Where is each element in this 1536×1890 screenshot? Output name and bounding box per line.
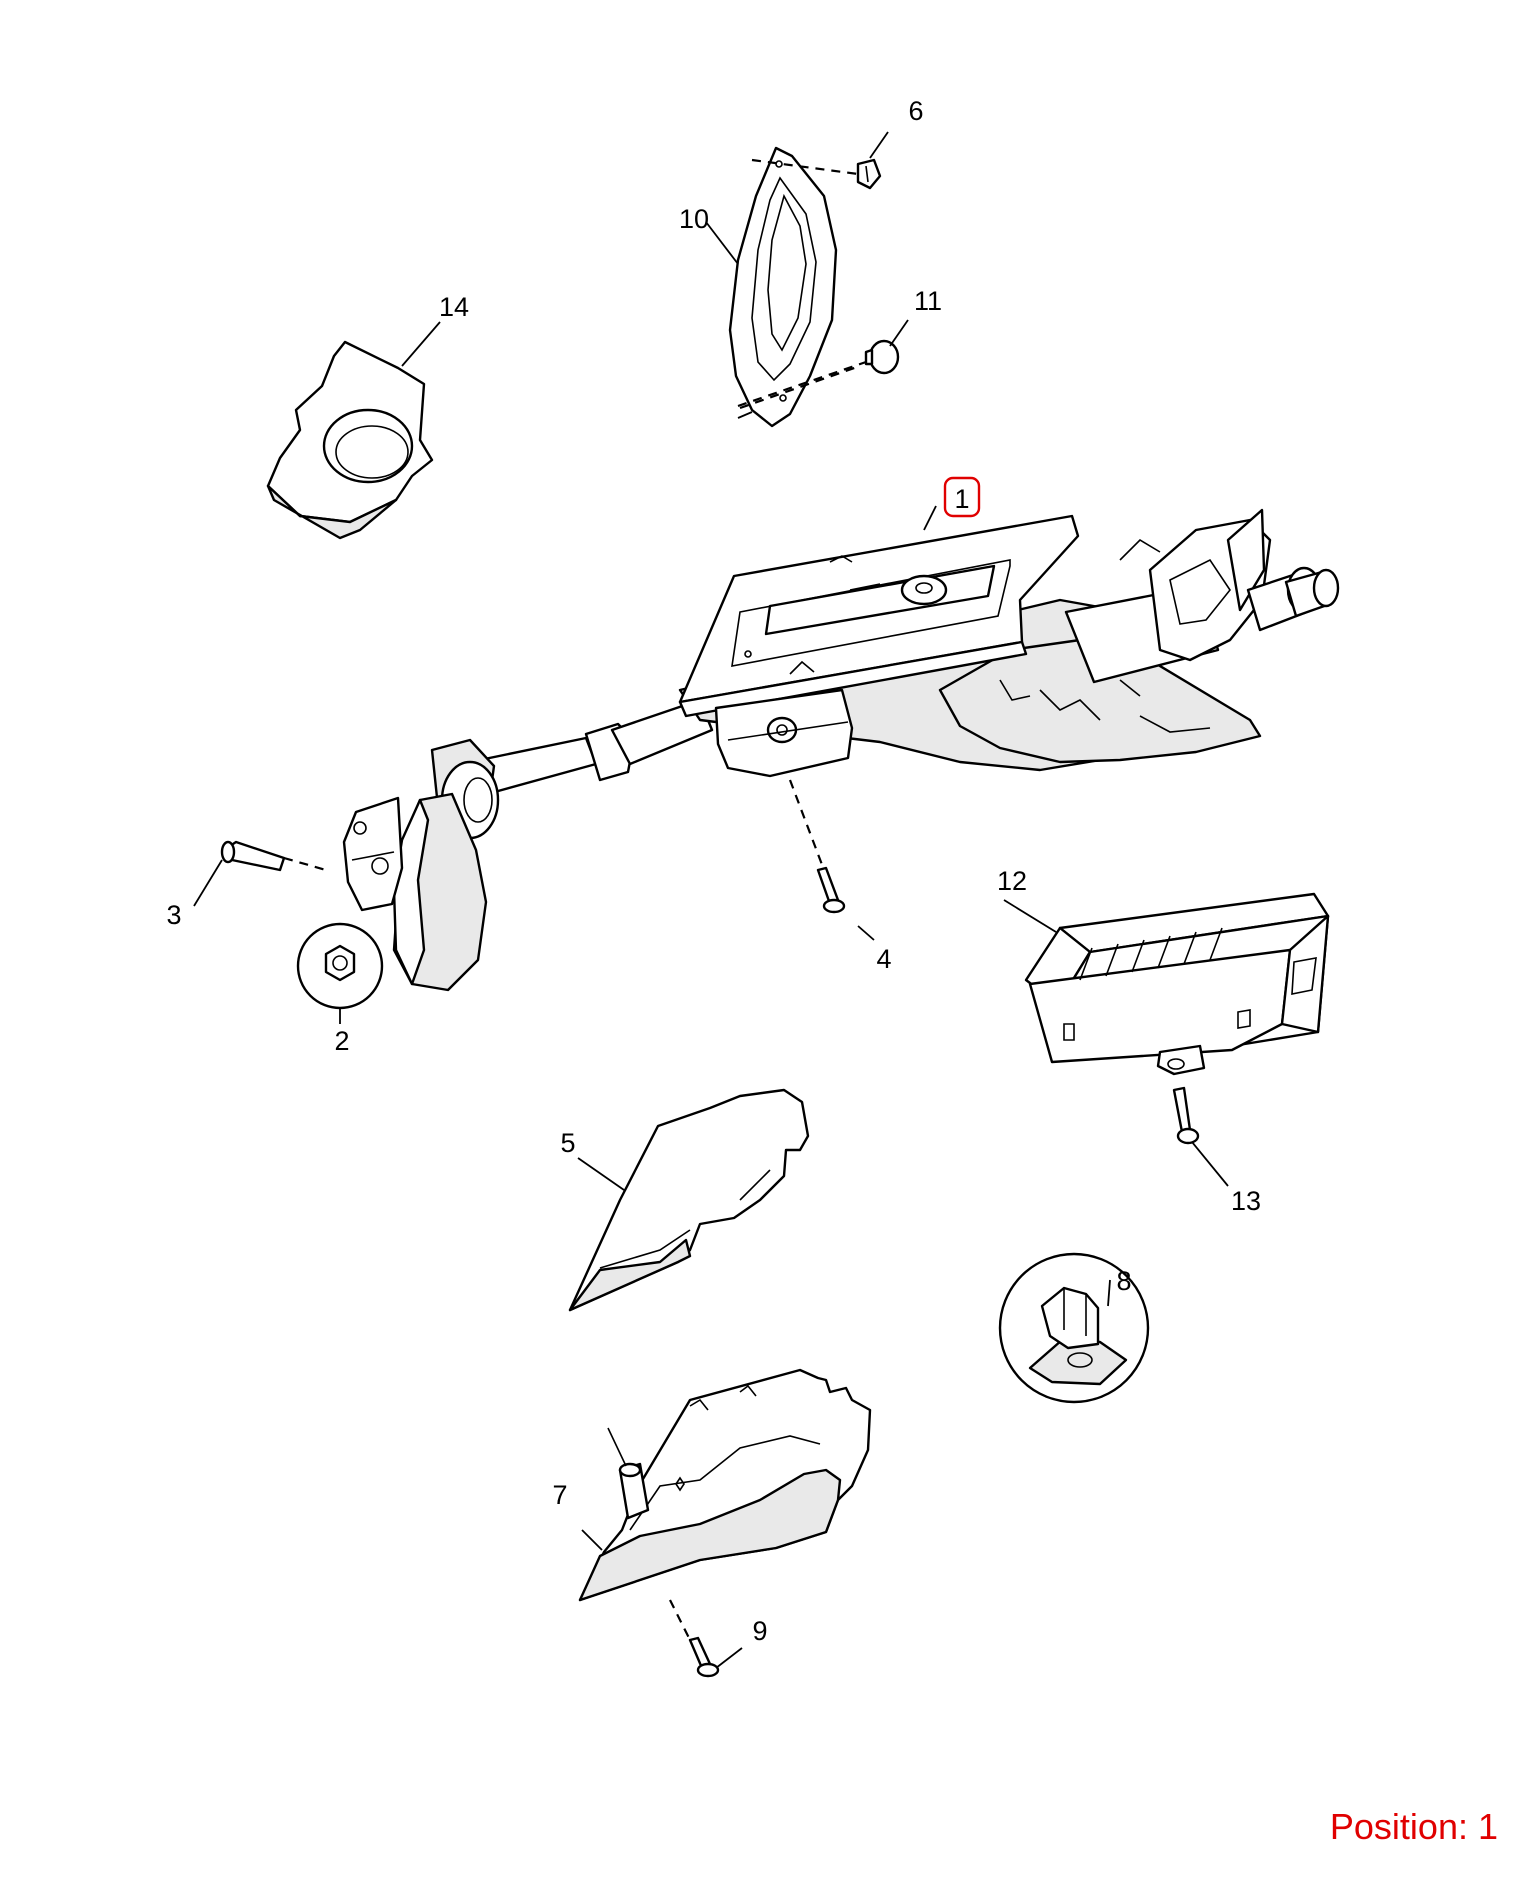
part-10-cover-plate[interactable]: [728, 146, 838, 428]
part-9-screw[interactable]: [669, 1599, 720, 1678]
part-5-upper-shroud[interactable]: [568, 1088, 810, 1312]
callout-10[interactable]: 10: [679, 204, 709, 234]
callout-3[interactable]: 3: [166, 900, 181, 930]
part-13-screw[interactable]: [1172, 1086, 1200, 1145]
callout-4[interactable]: 4: [876, 944, 891, 974]
part-3-bolt[interactable]: [220, 840, 327, 872]
part-12-control-module[interactable]: [1024, 892, 1330, 1076]
part-7-lower-shroud[interactable]: [578, 1368, 872, 1602]
part-11-push-pin[interactable]: [737, 339, 900, 410]
part-8-clip-nut-detail[interactable]: [998, 1252, 1150, 1404]
part-2-nut-detail[interactable]: [296, 922, 384, 1010]
leader-lines: [193, 131, 1229, 1669]
callout-12[interactable]: 12: [997, 866, 1027, 896]
callout-11[interactable]: 11: [914, 286, 942, 316]
callouts: 1 2 3 4 5 6 7 8 9 10 11 12 13 14: [166, 96, 1261, 1646]
part-4-bolt[interactable]: [788, 779, 846, 914]
callout-7[interactable]: 7: [552, 1480, 567, 1510]
callout-13[interactable]: 13: [1231, 1186, 1261, 1216]
callout-1[interactable]: 1: [954, 484, 969, 514]
callout-5[interactable]: 5: [560, 1128, 575, 1158]
part-1-steering-column[interactable]: [342, 508, 1340, 992]
callout-2[interactable]: 2: [334, 1026, 349, 1056]
part-6-clip[interactable]: [751, 158, 882, 190]
part-14-column-seal[interactable]: [266, 340, 434, 540]
callout-8[interactable]: 8: [1116, 1266, 1131, 1296]
callout-14[interactable]: 14: [439, 292, 469, 322]
callout-9[interactable]: 9: [752, 1616, 767, 1646]
callout-1-highlight: [943, 476, 981, 518]
position-label: Position: 1: [1329, 1806, 1498, 1847]
callout-6[interactable]: 6: [908, 96, 923, 126]
